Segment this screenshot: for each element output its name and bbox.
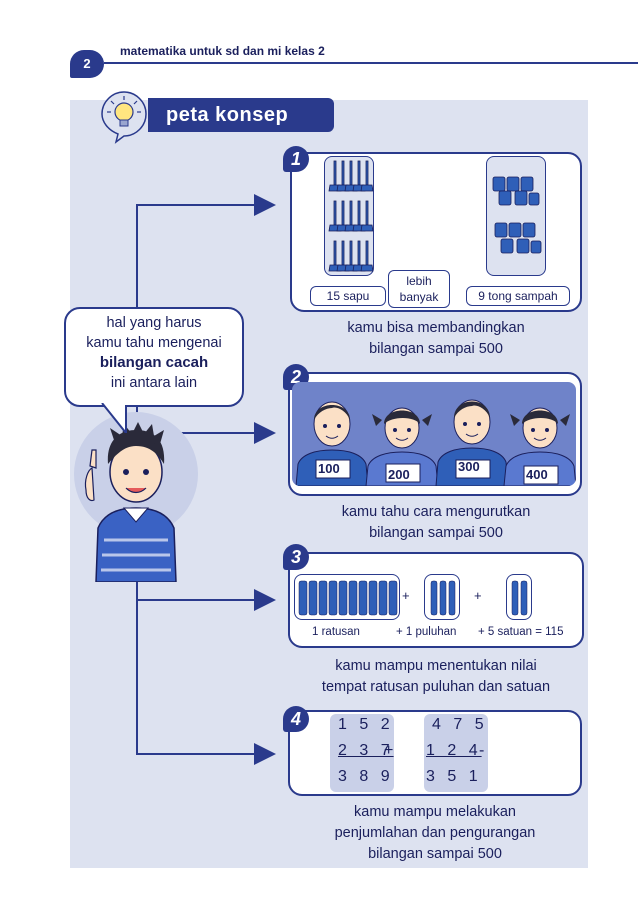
connector-4	[136, 753, 256, 755]
item-4-caption-line-2: penjumlahan dan pengurangan	[334, 825, 536, 841]
comparison-line-1: lebih	[406, 274, 432, 288]
trash-bins-image	[486, 156, 546, 276]
subtraction-panel	[424, 714, 488, 792]
speech-line-3: bilangan cacah	[99, 354, 209, 371]
speech-line-1: hal yang harus	[106, 315, 202, 331]
addition-top: 1 5 2	[338, 716, 394, 733]
connector-2	[136, 432, 256, 434]
item-3-number: 3	[283, 544, 309, 570]
speech-bubble: hal yang harus kamu tahu mengenai bilang…	[64, 307, 244, 407]
satuan-label: + 5 satuan = 115	[478, 626, 564, 638]
section-banner: peta konsep	[148, 98, 334, 132]
item-4-caption-line-1: kamu mampu melakukan	[354, 804, 516, 820]
item-1-caption-line-1: kamu bisa membandingkan	[347, 320, 525, 336]
ratusan-label: 1 ratusan	[312, 626, 360, 638]
lightbulb-icon	[94, 84, 154, 144]
shirt-number-3: 300	[458, 459, 480, 474]
ones-bundle-image	[506, 574, 532, 620]
item-4-number: 4	[283, 706, 309, 732]
arrow-1-icon	[254, 194, 276, 216]
banner-title: peta konsep	[166, 104, 289, 126]
item-3-caption: kamu mampu menentukan nilai tempat ratus…	[286, 656, 586, 698]
shirt-number-4: 400	[526, 467, 548, 482]
plus-sign-2: +	[474, 588, 482, 603]
speech-line-4: ini antara lain	[110, 375, 198, 391]
item-3-caption-line-2: tempat ratusan puluhan dan satuan	[321, 679, 551, 695]
item-1-number: 1	[283, 146, 309, 172]
comparison-label: lebih banyak	[388, 270, 450, 308]
shirt-number-1: 100	[318, 461, 340, 476]
addition-result: 3 8 9	[338, 768, 394, 785]
item-1-caption: kamu bisa membandingkan bilangan sampai …	[290, 318, 582, 360]
subtraction-top: 4 7 5	[432, 716, 488, 733]
subtraction-result: 3 5 1	[426, 768, 482, 785]
arrow-2-icon	[254, 422, 276, 444]
addition-bottom: 2 3 7	[338, 742, 394, 759]
tens-bundle-image	[424, 574, 460, 620]
item-4-caption-line-3: bilangan sampai 500	[368, 846, 502, 862]
connector-3	[136, 599, 256, 601]
arrow-3-icon	[254, 589, 276, 611]
brooms-label: 15 sapu	[310, 286, 386, 306]
speech-tail	[101, 403, 127, 433]
item-1-caption-line-2: bilangan sampai 500	[369, 341, 503, 357]
shirt-number-2: 200	[388, 467, 410, 482]
header-rule	[104, 62, 638, 64]
item-2-caption-line-2: bilangan sampai 500	[369, 525, 503, 541]
boy-illustration	[74, 412, 198, 582]
comparison-line-2: banyak	[399, 290, 439, 304]
arrow-4-icon	[254, 743, 276, 765]
plus-sign-1: +	[402, 588, 410, 603]
brooms-image	[324, 156, 374, 276]
page-number: 2	[70, 50, 104, 78]
trash-bins-label: 9 tong sampah	[466, 286, 570, 306]
subtraction-operator: -	[479, 742, 489, 759]
addition-panel	[330, 714, 394, 792]
subtraction-bottom: 1 2 4	[426, 742, 482, 759]
item-3-caption-line-1: kamu mampu menentukan nilai	[335, 658, 537, 674]
connector-1	[136, 204, 256, 206]
item-4-caption: kamu mampu melakukan penjumlahan dan pen…	[288, 802, 582, 865]
hundreds-bundle-image	[294, 574, 400, 620]
puluhan-label: + 1 puluhan	[396, 626, 457, 638]
book-title: matematika untuk sd dan mi kelas 2	[120, 44, 325, 58]
item-2-caption: kamu tahu cara mengurutkan bilangan samp…	[290, 502, 582, 544]
speech-line-2: kamu tahu mengenai	[86, 335, 222, 351]
addition-operator: +	[384, 742, 398, 759]
item-2-caption-line-1: kamu tahu cara mengurutkan	[341, 504, 531, 520]
children-image	[292, 382, 576, 486]
